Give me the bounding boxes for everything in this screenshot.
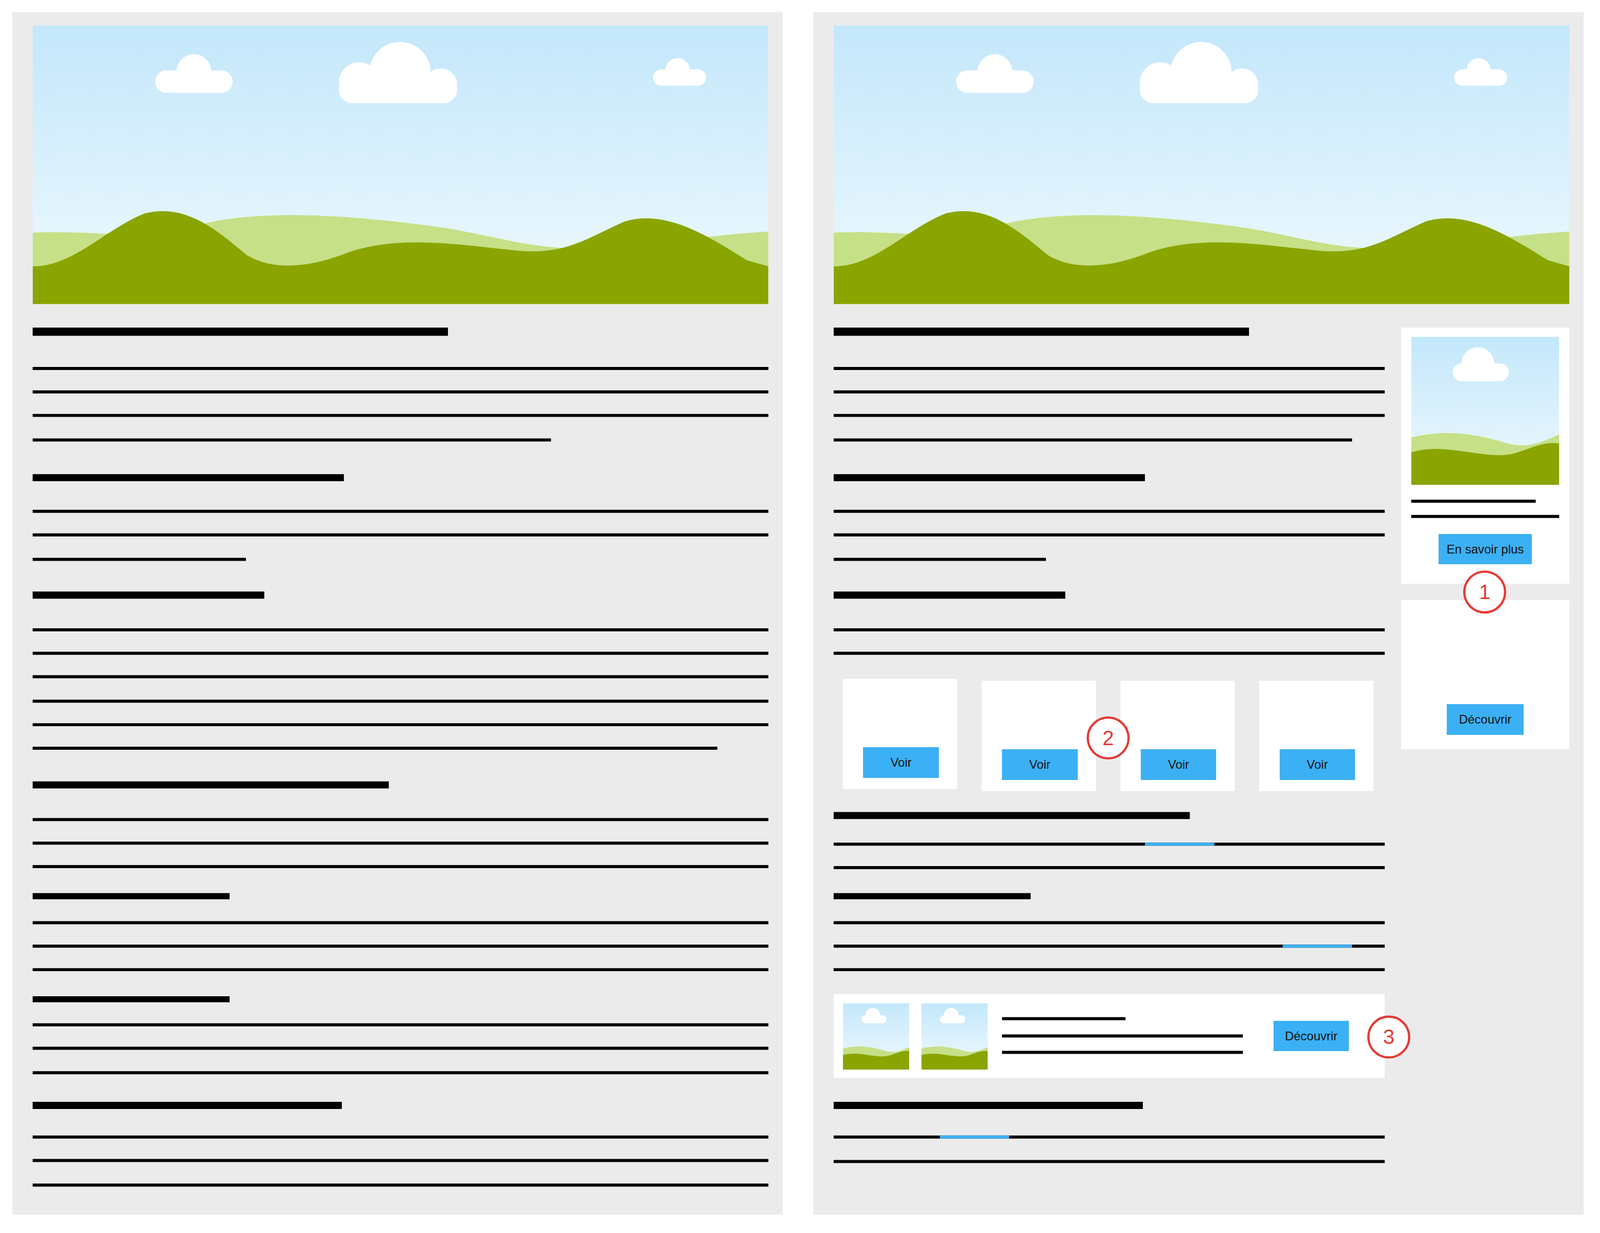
button: Voir (1279, 749, 1356, 781)
button-label: Voir (1029, 757, 1051, 772)
button: Voir (1140, 749, 1217, 781)
callout-number: 2 (1087, 717, 1129, 759)
button-label: Découvrir (1284, 1029, 1338, 1044)
button-label: Voir (1306, 757, 1328, 772)
button: En savoir plus (1438, 534, 1532, 565)
button-label: Voir (1167, 757, 1189, 772)
button-label: Voir (890, 755, 912, 770)
button: Découvrir (1446, 704, 1524, 735)
button: Voir (863, 747, 939, 778)
callout-number: 1 (1464, 571, 1506, 613)
button: Voir (1001, 749, 1078, 781)
callout-number: 3 (1368, 1016, 1410, 1058)
button-label: En savoir plus (1446, 542, 1525, 557)
button-label: Découvrir (1459, 712, 1512, 727)
button: Découvrir (1273, 1020, 1349, 1052)
